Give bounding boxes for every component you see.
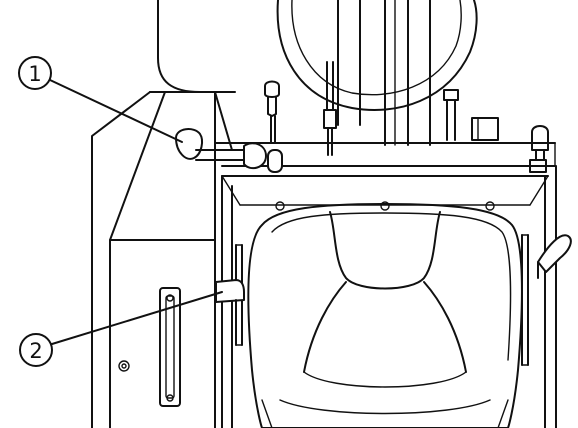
callout-1-circle: [18, 56, 52, 90]
seat-position-lever: [175, 128, 283, 173]
lever-right: [443, 89, 459, 141]
recline-lever: [215, 279, 245, 341]
callout-2-leader: [51, 291, 223, 345]
callout-2-circle: [19, 333, 53, 367]
upper-cowl: [149, 0, 236, 93]
lever-center: [323, 61, 337, 156]
switch-box: [471, 117, 499, 141]
seat-cushion: [247, 203, 523, 428]
console-bolt: [118, 360, 130, 372]
steering-column: [337, 0, 431, 146]
callout-2-label: 2: [29, 339, 42, 363]
console-slot: [159, 287, 181, 407]
dashboard-beam: [214, 142, 556, 177]
armrest-lever: [537, 234, 572, 279]
callout-2: 2: [19, 291, 223, 367]
lever-left: [264, 80, 280, 144]
left-console: [91, 91, 241, 428]
callout-1-label: 1: [28, 62, 41, 86]
callout-1-leader: [49, 79, 183, 143]
callout-1: 1: [18, 56, 183, 143]
seat-frame: [221, 165, 557, 428]
